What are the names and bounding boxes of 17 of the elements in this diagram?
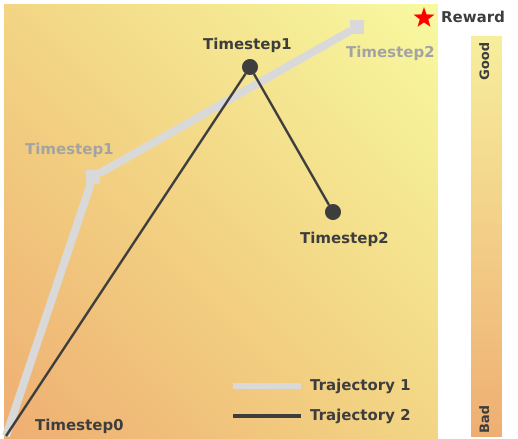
- trajectory-line: [4, 72, 247, 437]
- timestep-label: Timestep2: [300, 229, 389, 247]
- timestep-label: Timestep1: [25, 140, 114, 158]
- trajectory-line: [252, 73, 330, 206]
- scale-title: Reward: [441, 8, 505, 26]
- timestep-label: Timestep1: [203, 35, 292, 53]
- legend-text: Trajectory 2: [310, 406, 411, 424]
- square-marker: [86, 170, 100, 184]
- timestep-label: Timestep0: [35, 416, 124, 434]
- trajectory-line: [97, 26, 353, 178]
- scale-bottom-label: Bad: [478, 405, 493, 433]
- square-marker: [350, 20, 364, 34]
- trajectory-line: [2, 182, 95, 438]
- legend-text: Trajectory 1: [310, 376, 411, 394]
- scale-top-label: Good: [478, 42, 493, 80]
- reward-scale-bar: [471, 36, 502, 437]
- timestep-label: Timestep2: [346, 43, 435, 61]
